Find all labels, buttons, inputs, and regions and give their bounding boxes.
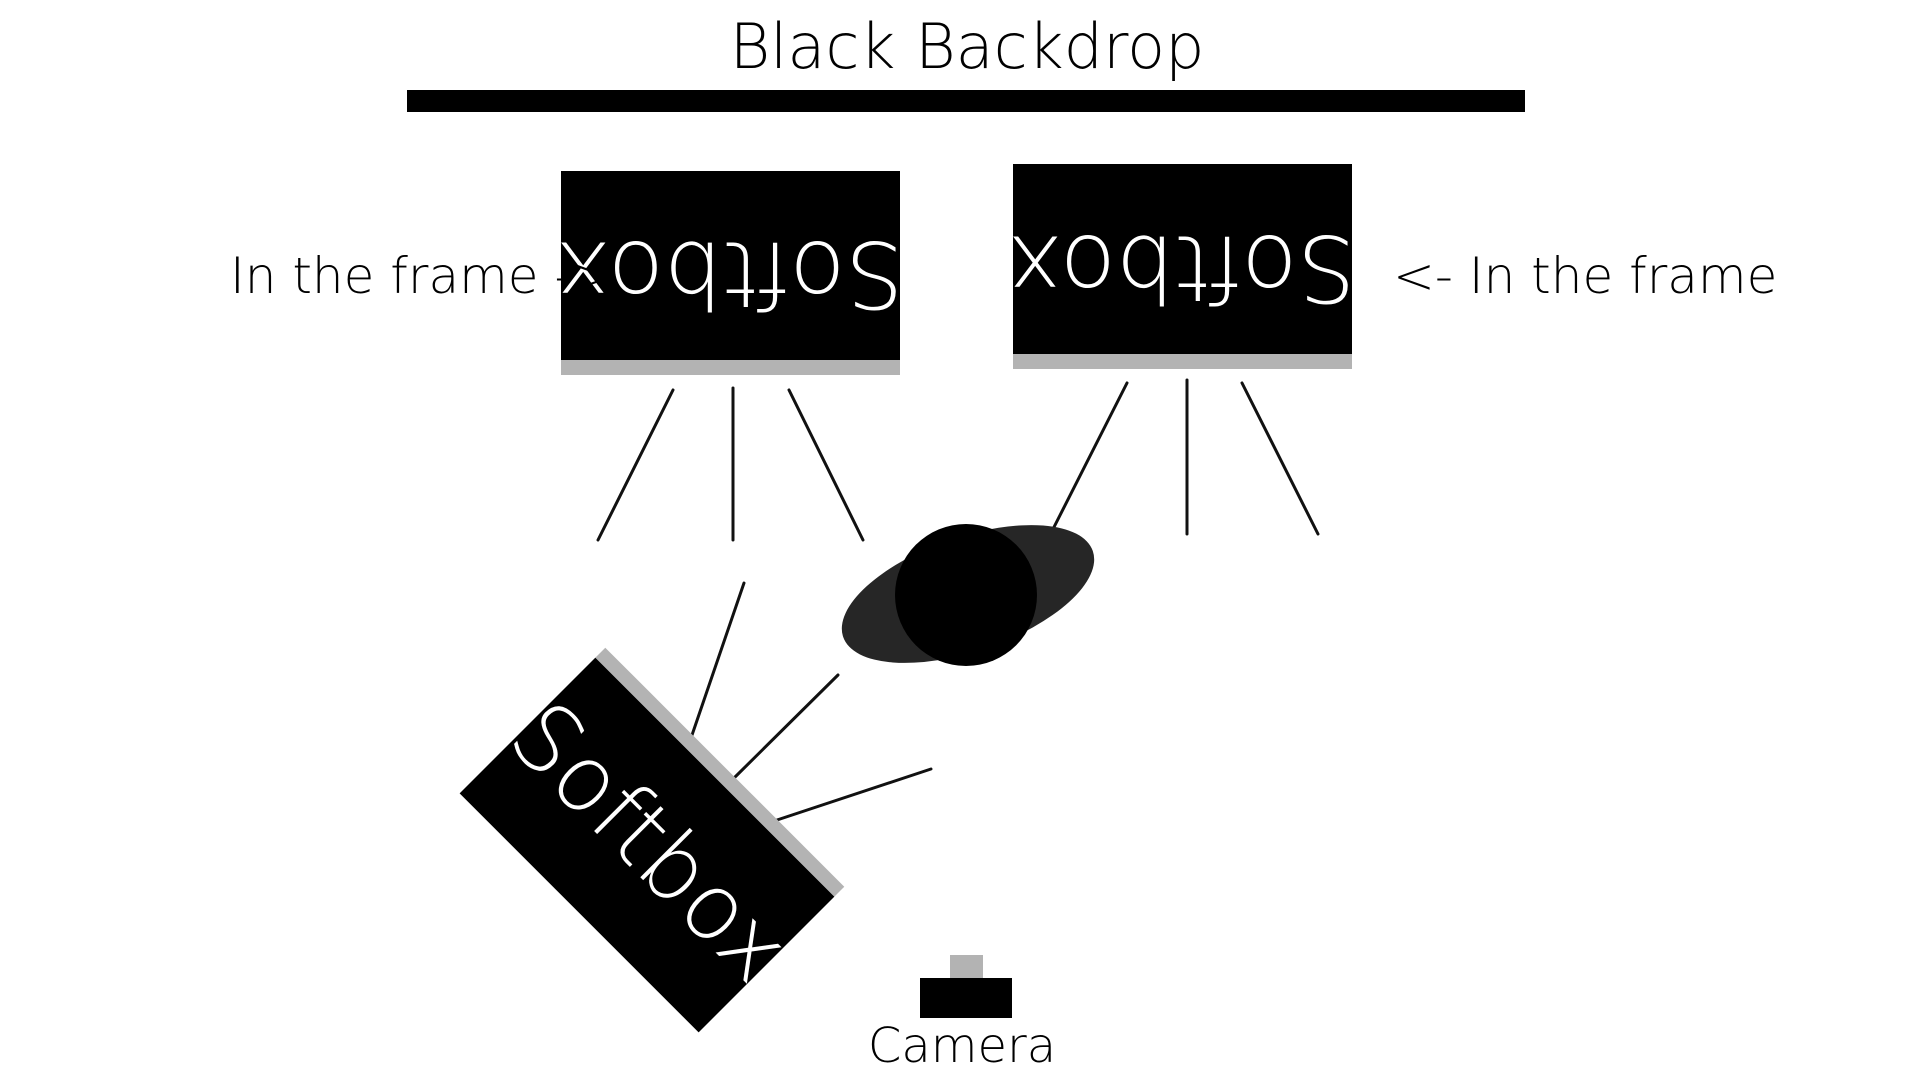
light-ray [787,388,865,542]
softbox-right-label: Softbox [1008,215,1356,322]
light-ray [1240,381,1320,536]
softbox-right-body [1013,164,1352,354]
camera-label: Camera [868,1018,1056,1074]
light-ray [1048,381,1129,537]
black-backdrop [407,90,1525,112]
softbox-left-label: Softbox [556,221,904,328]
softbox-left-diffuser [561,360,900,375]
camera-lens [950,955,983,978]
backdrop-label: Black Backdrop [730,10,1205,83]
softbox-left: Softbox [556,171,904,375]
softbox-right-diffuser [1013,354,1352,369]
camera-body [920,978,1012,1018]
subject [841,524,1095,666]
light-ray [689,581,746,740]
right-annotation: <- In the frame [1393,247,1777,305]
softbox-key-diffuser [595,647,845,897]
light-ray [596,388,675,542]
left-annotation: In the frame -> [230,247,614,305]
light-ray [769,767,933,824]
softbox-key: Softbox [459,647,845,1033]
light-ray [728,673,840,784]
subject-head [895,524,1037,666]
softbox-key-body [459,657,835,1033]
softbox-right: Softbox [1008,164,1356,369]
camera [920,955,1012,1018]
softbox-left-body [561,171,900,360]
